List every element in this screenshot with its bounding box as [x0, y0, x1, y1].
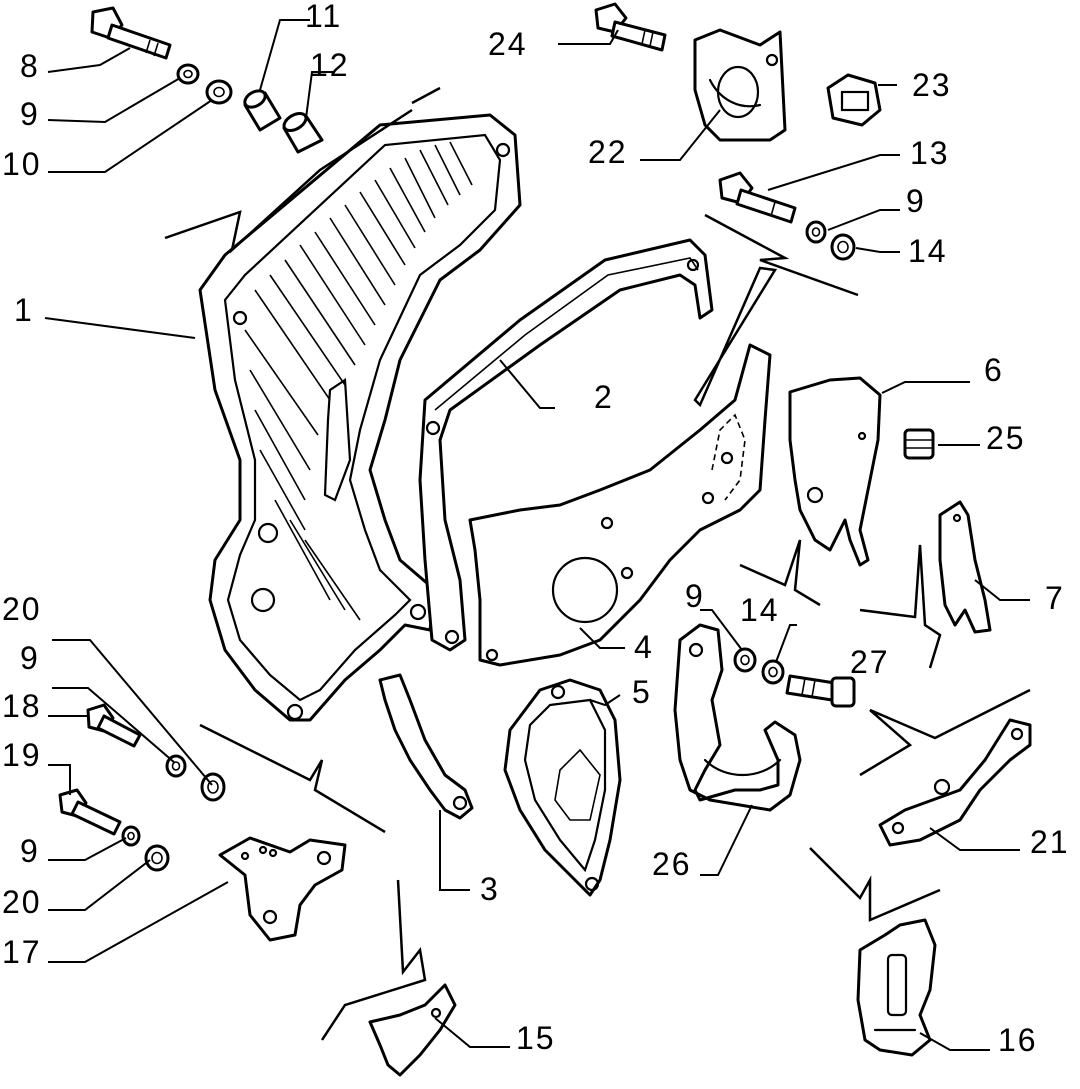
callout-25: 25: [986, 420, 1026, 456]
callout-23: 23: [912, 67, 952, 103]
part-26-bracket-clamp: [673, 623, 802, 812]
callout-13: 13: [910, 135, 950, 171]
callout-4: 4: [634, 629, 654, 665]
callout-19: 19: [2, 737, 42, 773]
leader-lines: [44, 19, 1030, 1051]
part-9-washer-mid: [733, 647, 757, 673]
part-4-inner-plate: [468, 343, 772, 667]
part-16-clip: [856, 918, 937, 1057]
part-10-washer: [205, 79, 233, 105]
callout-10: 10: [2, 146, 42, 182]
part-8-bolt: [90, 6, 172, 60]
callout-labels: 1 2 3 4 5 6 7 8 9 10 11 12 13 9 14 15 16…: [2, 0, 1070, 1058]
callout-20-upper: 20: [2, 591, 42, 627]
callout-9-left-upper: 9: [20, 640, 40, 676]
callout-16: 16: [998, 1022, 1038, 1058]
part-18-bolt: [86, 703, 142, 748]
part-11-spacer: [243, 89, 282, 132]
callout-27: 27: [850, 644, 890, 680]
part-27-bolt: [785, 674, 856, 708]
callout-9-top: 9: [20, 96, 40, 132]
part-9-washer-right: [805, 220, 827, 244]
callout-20-lower: 20: [2, 884, 42, 920]
part-14-washer-top: [830, 233, 856, 261]
callout-21: 21: [1030, 824, 1070, 860]
callout-9-left-lower: 9: [20, 833, 40, 869]
part-3-strip: [378, 673, 474, 820]
part-17-bracket: [218, 836, 347, 942]
part-12-spacer: [282, 111, 324, 154]
part-2-gasket: [418, 238, 714, 652]
callout-14-mid: 14: [740, 592, 780, 628]
part-1-outer-timing-cover: [198, 113, 522, 722]
callout-17: 17: [2, 934, 42, 970]
part-19-bolt: [58, 788, 122, 836]
part-6-bracket-cover: [788, 376, 882, 567]
callout-8: 8: [20, 48, 40, 84]
part-15-clip: [368, 983, 457, 1077]
callout-26: 26: [652, 846, 692, 882]
part-20-washer-lower: [144, 844, 170, 872]
part-9-washer-left-upper: [165, 754, 187, 778]
part-9-washer-top: [176, 63, 200, 85]
part-9-washer-left-lower: [121, 825, 141, 847]
part-25-plug: [903, 428, 935, 460]
part-14-washer-mid: [761, 659, 785, 685]
callout-5: 5: [632, 674, 652, 710]
part-24-bolt: [594, 2, 667, 52]
part-7-clip: [938, 500, 992, 634]
callout-9-right: 9: [906, 183, 926, 219]
part-5-small-cover: [503, 678, 622, 897]
callout-3: 3: [480, 871, 500, 907]
callout-9-mid: 9: [685, 578, 705, 614]
section-break-lines: [164, 86, 1031, 1041]
part-21-strap: [878, 718, 1032, 847]
part-23-grommet: [826, 73, 882, 127]
callout-15: 15: [516, 1020, 556, 1056]
callout-7: 7: [1045, 580, 1065, 616]
callout-22: 22: [588, 134, 628, 170]
callout-1: 1: [14, 292, 34, 328]
callout-2: 2: [594, 379, 614, 415]
callout-18: 18: [2, 688, 42, 724]
callout-12: 12: [310, 47, 350, 83]
callout-14-top: 14: [908, 233, 948, 269]
part-13-bolt: [718, 171, 797, 224]
callout-11: 11: [305, 0, 342, 34]
callout-24: 24: [488, 26, 528, 62]
callout-6: 6: [984, 352, 1004, 388]
